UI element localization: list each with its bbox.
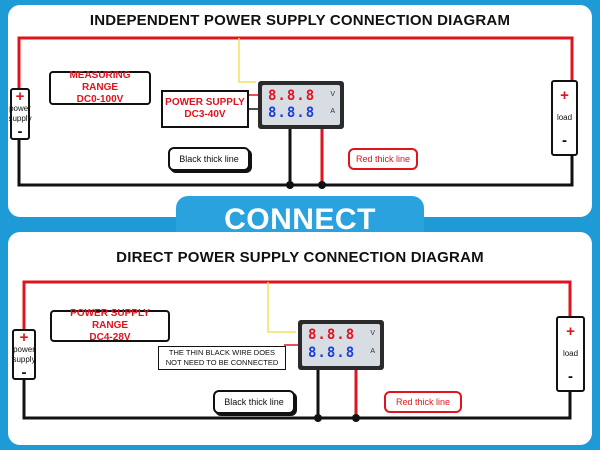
load-label: load xyxy=(562,349,579,358)
black-wire-bottom xyxy=(22,380,572,420)
panel-title: DIRECT POWER SUPPLY CONNECTION DIAGRAM xyxy=(116,249,484,266)
minus-sign: - xyxy=(21,363,27,381)
amp-digits: 8.8.8 xyxy=(268,105,316,121)
plus-sign: + xyxy=(566,323,575,340)
black-thick-line-callout: Black thick line xyxy=(168,147,250,171)
panel-title: INDEPENDENT POWER SUPPLY CONNECTION DIAG… xyxy=(89,12,511,29)
black-wire-bottom xyxy=(17,140,574,187)
meter-screen: 8.8.8 V 8.8.8 A xyxy=(302,324,380,366)
load-label: load xyxy=(556,113,573,122)
load-box: + load - xyxy=(556,316,585,392)
voltmeter-ammeter: 8.8.8 V 8.8.8 A xyxy=(258,81,344,129)
direct-diagram-panel: DIRECT POWER SUPPLY CONNECTION DIAGRAM +… xyxy=(8,232,592,445)
volt-unit: V xyxy=(370,330,375,337)
junction-black xyxy=(286,181,294,189)
red-wire-top xyxy=(22,280,572,329)
black-thick-line-callout: Black thick line xyxy=(213,390,295,414)
red-wire-top xyxy=(17,36,574,88)
volt-unit: V xyxy=(330,91,335,98)
minus-sign: - xyxy=(568,368,573,385)
amp-digits: 8.8.8 xyxy=(308,345,356,361)
minus-sign: - xyxy=(562,132,567,149)
minus-sign: - xyxy=(17,123,23,140)
wiring-svg xyxy=(17,36,574,189)
yellow-thin-wire xyxy=(238,38,256,83)
amp-unit: A xyxy=(330,108,335,115)
plus-sign: + xyxy=(15,88,25,105)
plus-sign: + xyxy=(19,328,29,346)
plus-sign: + xyxy=(560,87,569,104)
junction-black xyxy=(314,414,322,422)
meter-screen: 8.8.8 V 8.8.8 A xyxy=(262,85,340,125)
measuring-range-label: MEASURING RANGE DC0-100V xyxy=(49,70,151,105)
power-supply-label: POWER SUPPLY DC3-40V xyxy=(161,90,249,128)
junction-red xyxy=(318,181,326,189)
yellow-thin-wire xyxy=(267,282,296,333)
amp-unit: A xyxy=(370,348,375,355)
red-thick-line-callout: Red thick line xyxy=(384,391,462,413)
volt-digits: 8.8.8 xyxy=(308,327,356,343)
voltmeter-ammeter: 8.8.8 V 8.8.8 A xyxy=(298,320,384,370)
load-box: + load - xyxy=(551,80,578,156)
power-supply-range-label: POWER SUPPLY RANGE DC4-28V xyxy=(50,308,170,343)
wiring-svg xyxy=(22,280,572,422)
junction-red xyxy=(352,414,360,422)
red-thick-line-callout: Red thick line xyxy=(348,148,418,170)
independent-diagram-panel: INDEPENDENT POWER SUPPLY CONNECTION DIAG… xyxy=(8,5,592,217)
volt-digits: 8.8.8 xyxy=(268,88,316,104)
